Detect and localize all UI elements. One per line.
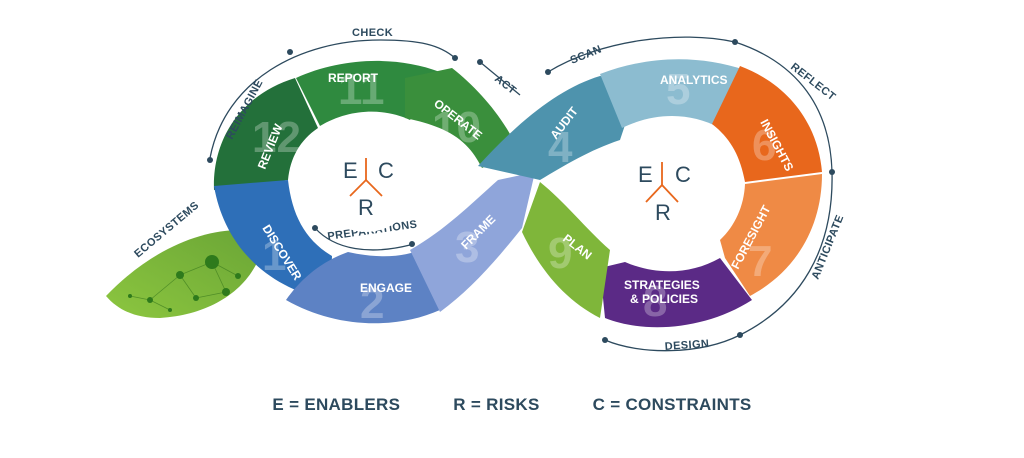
segment-strategies-number: 8	[643, 277, 667, 326]
arc-label-design: DESIGN	[664, 338, 709, 353]
segment-audit: 4 AUDIT	[478, 76, 640, 180]
arc-dots	[207, 39, 835, 343]
hub-right-c: C	[675, 162, 691, 187]
legend-enablers: E = ENABLERS	[272, 395, 401, 414]
segment-strategies-label-line1: STRATEGIES	[624, 278, 700, 292]
legend: E = ENABLERS R = RISKS C = CONSTRAINTS	[0, 395, 1024, 415]
segment-audit-number: 4	[548, 123, 573, 172]
arc-left-top	[209, 39, 456, 159]
segment-strategies-label-line2: & POLICIES	[630, 292, 698, 306]
arc-label-reflect: REFLECT	[788, 61, 838, 103]
hub-right-r: R	[655, 200, 671, 225]
hub-left-c: C	[378, 158, 394, 183]
ecosystems-network-graphic	[106, 230, 262, 318]
segment-discover-number: 1	[262, 231, 286, 280]
arc-label-act: ACT	[492, 73, 518, 97]
segment-strategies-policies: 8 STRATEGIES & POLICIES	[600, 258, 752, 328]
segment-operate: 10 OPERATE	[405, 68, 518, 168]
segment-frame: 3 FRAME	[410, 172, 535, 312]
arc-preparations	[314, 227, 411, 251]
segment-engage: 2 ENGAGE	[286, 250, 440, 328]
arc-act	[479, 61, 521, 96]
segment-engage-label: ENGAGE	[360, 281, 412, 295]
segment-report: 11 REPORT	[296, 60, 440, 126]
segment-report-label: REPORT	[328, 71, 379, 85]
arc-label-check: CHECK	[352, 27, 393, 39]
hub-left-e: E	[343, 158, 358, 183]
segment-frame-number: 3	[455, 223, 479, 272]
segment-review: 12 REVIEW	[213, 78, 318, 190]
hub-right-e: E	[638, 162, 653, 187]
segment-report-number: 11	[338, 65, 385, 114]
segment-engage-number: 2	[360, 279, 384, 328]
hub-left-y-mark	[349, 158, 383, 197]
segment-operate-number: 10	[432, 103, 481, 152]
legend-risks: R = RISKS	[453, 395, 540, 414]
legend-constraints: C = CONSTRAINTS	[592, 395, 752, 414]
segment-plan: 9 PLAN	[522, 182, 610, 318]
hub-right-y-mark	[645, 162, 679, 203]
hub-right: E C R	[608, 132, 716, 240]
hub-left-r: R	[358, 195, 374, 220]
segment-analytics-label: ANALYTICS	[660, 73, 728, 87]
segment-discover: 1 DISCOVER	[214, 180, 332, 300]
segment-insights-number: 6	[752, 121, 776, 170]
segment-foresight: 7 FORESIGHT	[720, 174, 822, 296]
segment-insights: 6 INSIGHTS	[712, 66, 822, 182]
hub-left: E C R	[314, 128, 418, 232]
segment-plan-number: 9	[548, 229, 572, 278]
segment-analytics: 5 ANALYTICS	[600, 59, 748, 128]
segment-foresight-number: 7	[748, 237, 772, 286]
segment-analytics-number: 5	[666, 65, 690, 114]
segment-review-number: 12	[252, 113, 301, 162]
arc-label-scan: SCAN	[569, 43, 604, 66]
